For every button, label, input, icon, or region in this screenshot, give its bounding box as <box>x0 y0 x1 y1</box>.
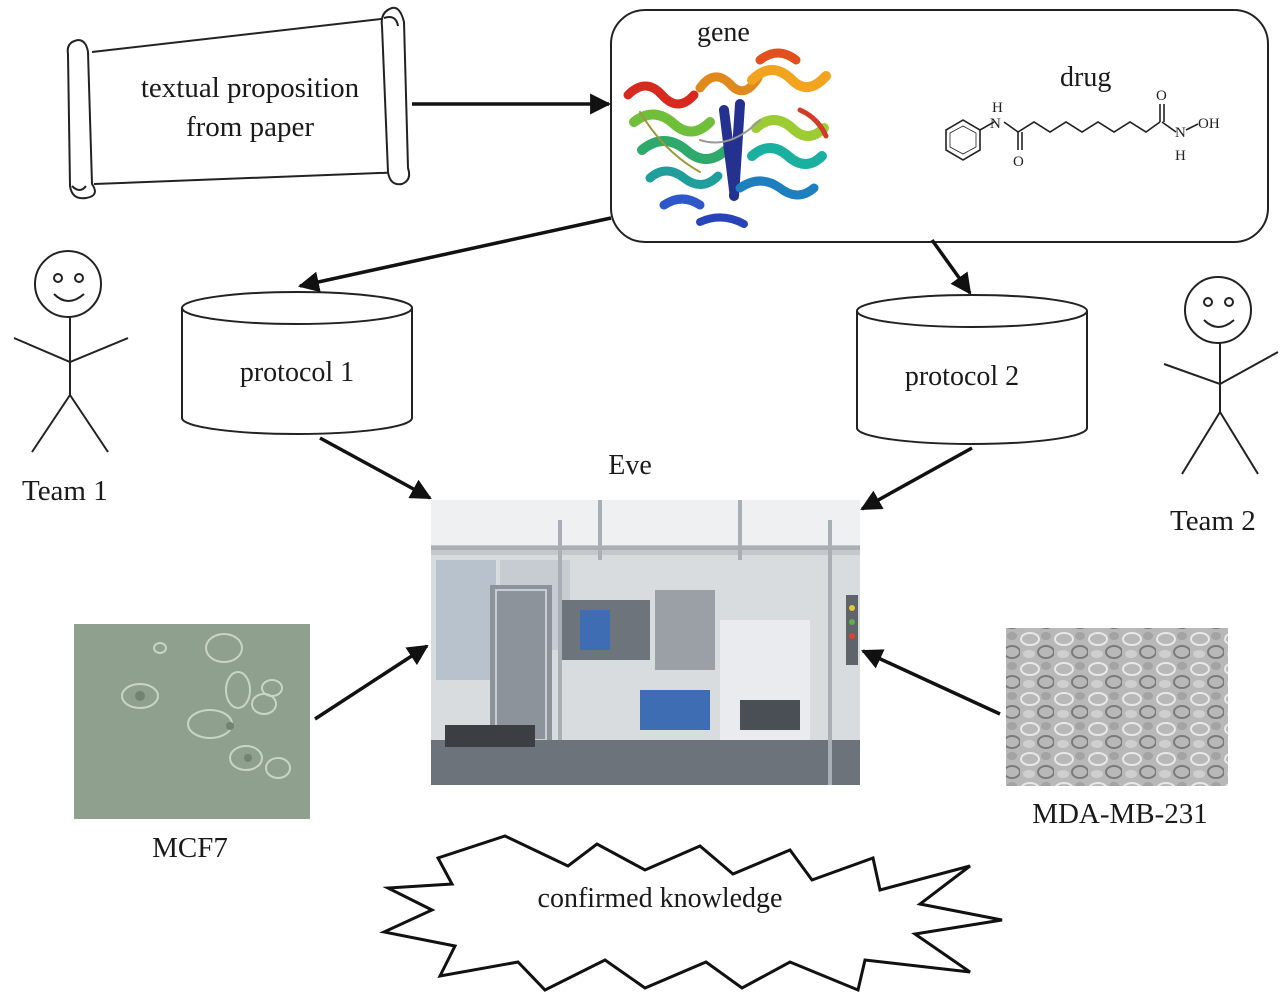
eve-lab-photo <box>431 500 860 785</box>
atom-o-right: O <box>1156 88 1167 104</box>
protocol-2-cylinder <box>856 294 1088 445</box>
scroll-shape <box>66 6 411 200</box>
protein-structure-image <box>623 48 831 228</box>
team-2-label: Team 2 <box>1170 505 1256 537</box>
scroll-text-line-2: from paper <box>185 111 315 143</box>
confirmed-knowledge-label: confirmed knowledge <box>537 883 783 914</box>
edge-arrows <box>297 93 1001 721</box>
atom-h-top: H <box>992 100 1003 116</box>
arrow-protocol-2-to-eve <box>860 446 973 511</box>
atom-o-left: O <box>1013 154 1024 170</box>
mcf7-label: MCF7 <box>152 832 228 864</box>
drug-label: drug <box>1060 62 1112 93</box>
protocol-1-cylinder <box>181 291 413 435</box>
mcf7-micrograph <box>74 624 310 819</box>
team-1-label: Team 1 <box>22 475 108 507</box>
drug-atom-labels: H N O O N OH H <box>990 88 1220 170</box>
drug-molecule-structure <box>945 104 1199 161</box>
arrow-mda-to-eve <box>861 649 1001 716</box>
arrow-gene-drug-to-protocol-2 <box>930 238 972 295</box>
arrow-mcf7-to-eve <box>314 644 429 721</box>
mda-mb-231-label: MDA-MB-231 <box>1032 798 1208 830</box>
atom-h-bottom: H <box>1175 148 1186 164</box>
protocol-1-label: protocol 1 <box>239 357 355 388</box>
confirmed-knowledge-burst <box>379 834 1003 993</box>
protocol-2-label: protocol 2 <box>904 361 1020 392</box>
atom-oh: OH <box>1198 116 1220 132</box>
gene-label: gene <box>697 17 750 48</box>
arrow-gene-drug-to-protocol-1 <box>297 216 612 293</box>
scroll-text-line-1: textual proposition <box>140 72 360 104</box>
atom-n-right: N <box>1175 125 1186 141</box>
eve-label: Eve <box>608 450 652 481</box>
team-1-stick-figure <box>13 250 129 453</box>
arrow-protocol-1-to-eve <box>319 436 432 500</box>
atom-n-left: N <box>990 116 1001 132</box>
mda-mb-231-micrograph <box>1006 628 1228 786</box>
team-2-stick-figure <box>1163 276 1279 475</box>
